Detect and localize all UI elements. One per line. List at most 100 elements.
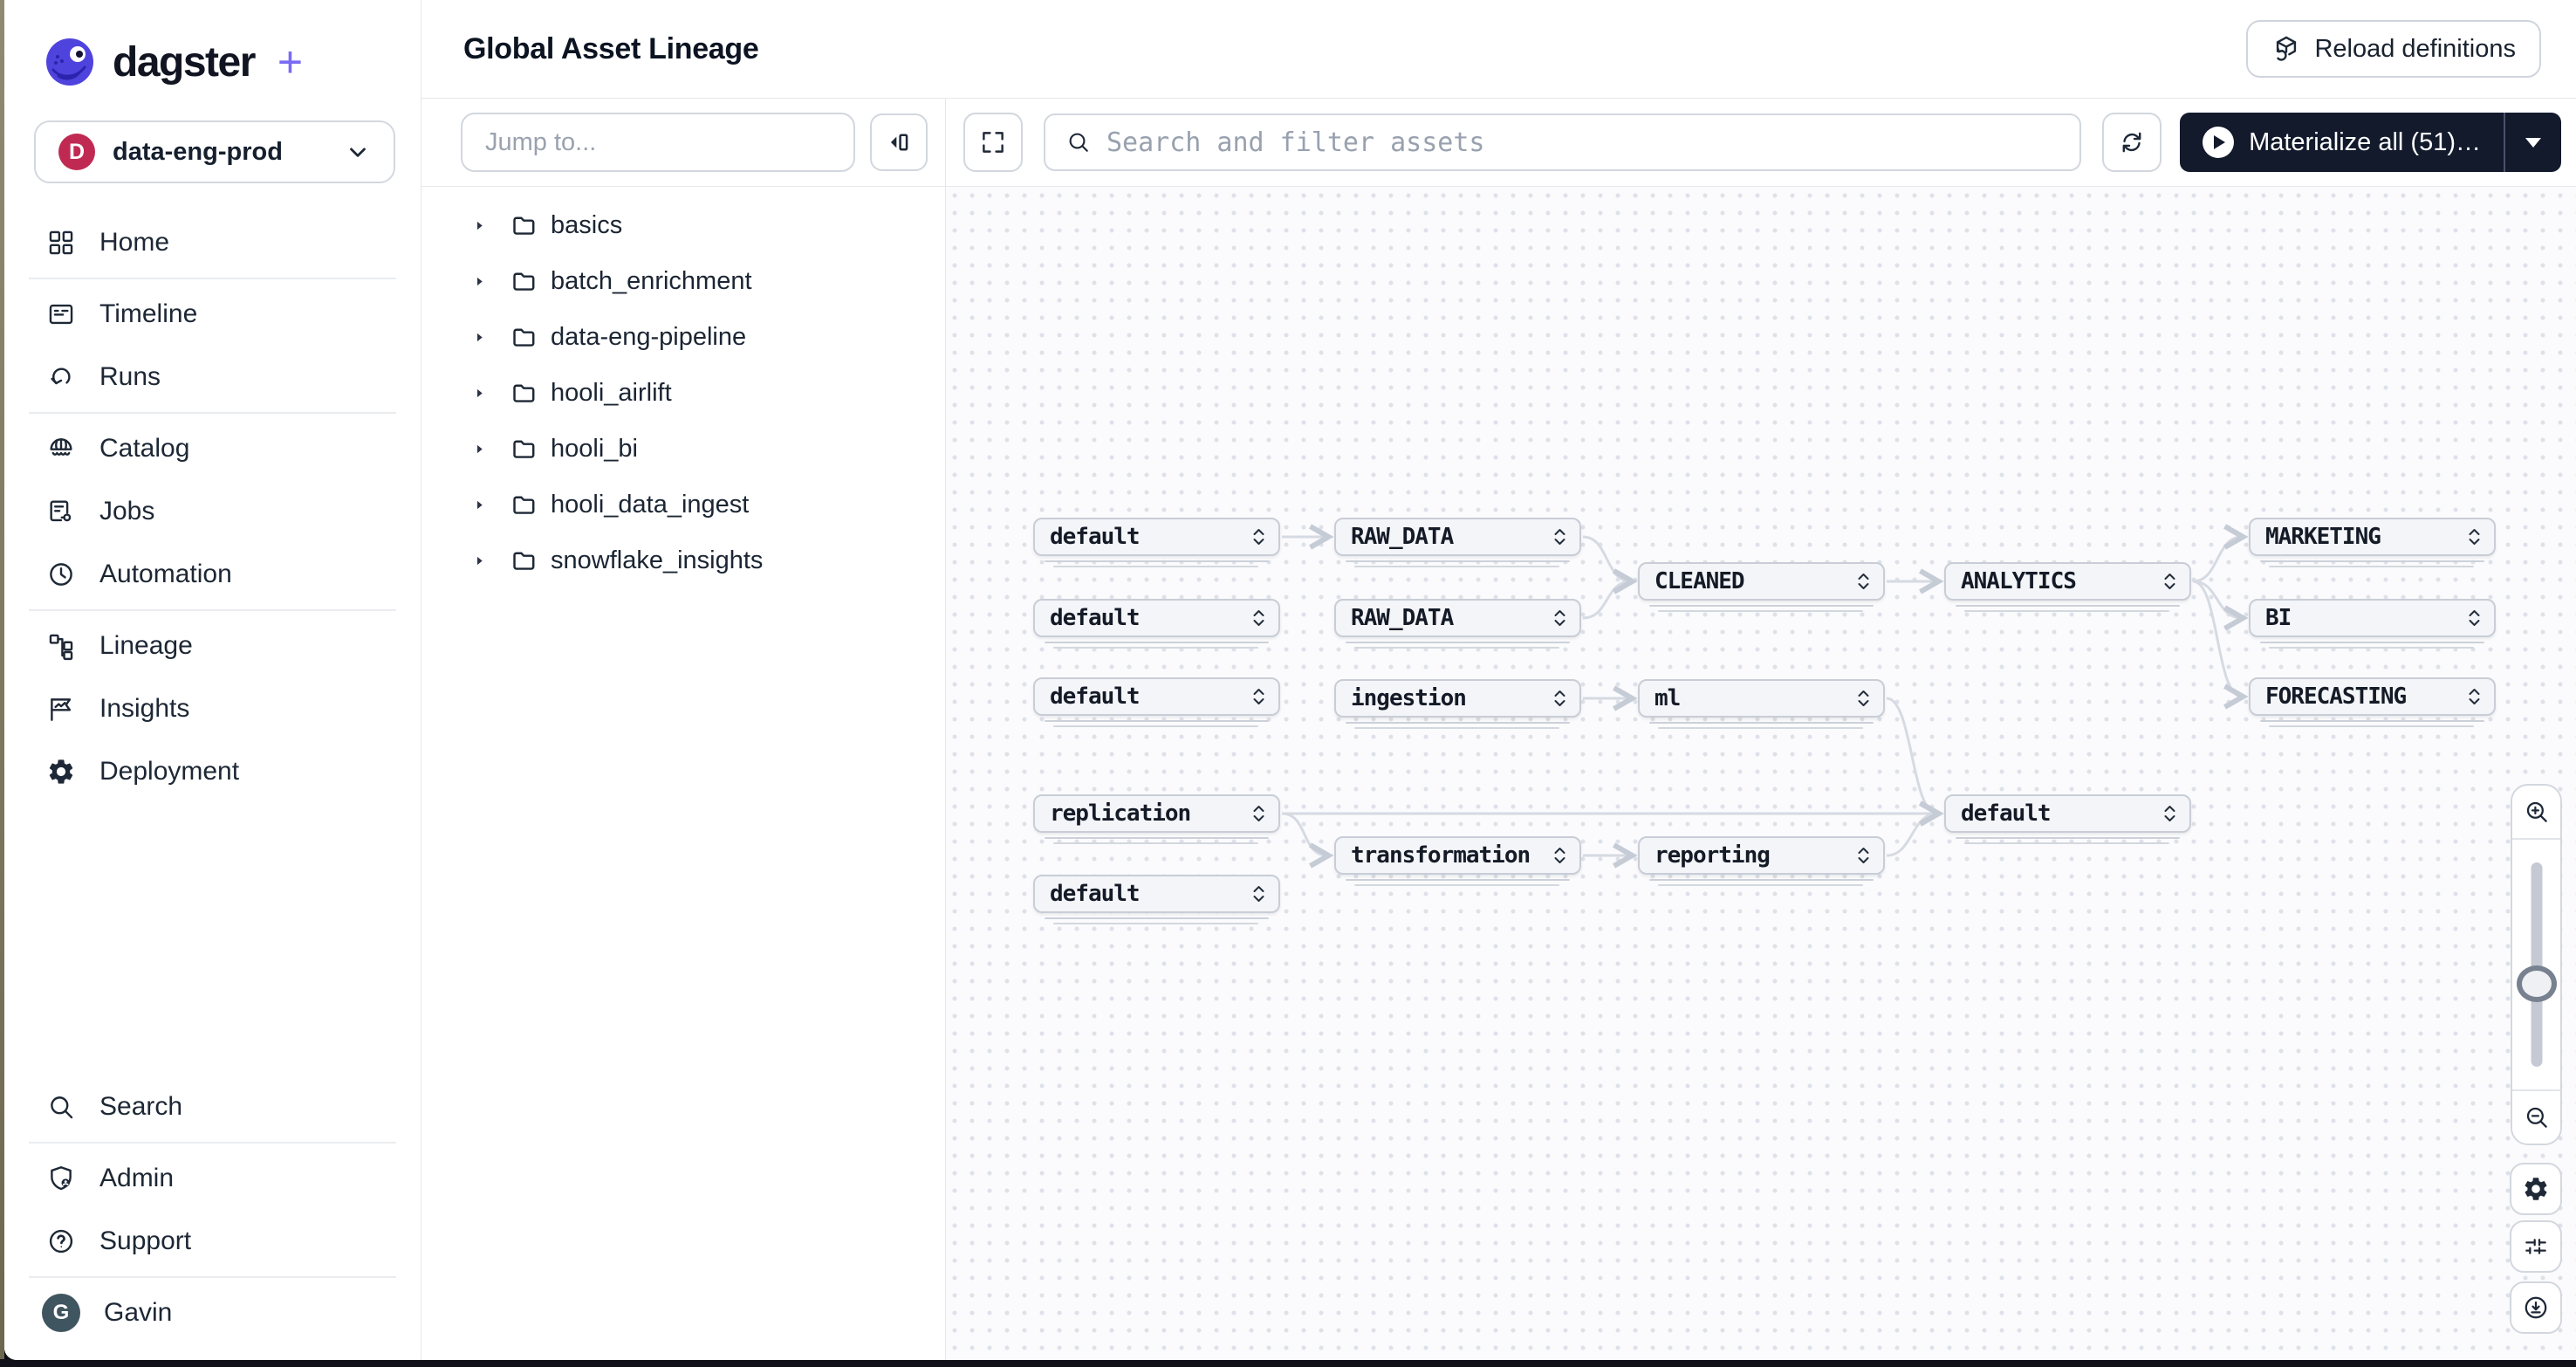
download-button[interactable] <box>2510 1281 2562 1334</box>
collapse-panel-button[interactable] <box>870 113 928 171</box>
graph-node-label: MARKETING <box>2265 524 2381 550</box>
materialize-all-button-group: Materialize all (51)… <box>2180 113 2561 172</box>
graph-node-ml[interactable]: ml <box>1638 679 1885 729</box>
sidebar-user[interactable]: G Gavin <box>4 1281 421 1344</box>
unfold-icon[interactable] <box>1251 883 1266 905</box>
graph-node-transformation[interactable]: transformation <box>1334 836 1581 886</box>
caret-right-icon[interactable] <box>472 498 487 512</box>
zoom-slider-track[interactable] <box>2531 862 2542 1067</box>
materialize-all-button[interactable]: Materialize all (51)… <box>2180 113 2504 172</box>
sidebar-item-label: Support <box>99 1226 192 1255</box>
tree-item-snowflake_insights[interactable]: snowflake_insights <box>421 532 945 588</box>
sidebar-item-jobs[interactable]: Jobs <box>4 480 421 543</box>
tree-item-data-eng-pipeline[interactable]: data-eng-pipeline <box>421 309 945 365</box>
graph-filters-button[interactable] <box>2510 1220 2562 1273</box>
caret-right-icon[interactable] <box>472 386 487 401</box>
folder-icon <box>513 495 535 514</box>
tree-item-basics[interactable]: basics <box>421 197 945 253</box>
sidebar-item-deployment[interactable]: Deployment <box>4 740 421 803</box>
fullscreen-button[interactable] <box>963 113 1023 172</box>
catalog-icon <box>50 438 72 456</box>
graph-node-default_b[interactable]: default <box>1033 599 1280 649</box>
zoom-slider-handle[interactable] <box>2516 965 2557 1002</box>
desktop-edge-left <box>0 0 4 1367</box>
graph-node-default_d[interactable]: default <box>1944 794 2191 844</box>
materialize-all-label: Materialize all (51)… <box>2249 127 2481 156</box>
sidebar-item-home[interactable]: Home <box>4 211 421 274</box>
tree-item-batch_enrichment[interactable]: batch_enrichment <box>421 253 945 309</box>
sidebar-item-label: Search <box>99 1092 183 1121</box>
caret-right-icon[interactable] <box>472 553 487 568</box>
unfold-icon[interactable] <box>2467 607 2482 629</box>
sidebar-item-admin[interactable]: Admin <box>4 1147 421 1210</box>
graph-node-default_a[interactable]: default <box>1033 518 1280 567</box>
unfold-icon[interactable] <box>1552 526 1567 548</box>
reload-definitions-button[interactable]: Reload definitions <box>2246 20 2541 78</box>
graph-node-forecasting[interactable]: FORECASTING <box>2249 677 2496 727</box>
graph-node-label: default <box>1050 684 1141 710</box>
sidebar-item-search[interactable]: Search <box>4 1075 421 1138</box>
graph-node-cleaned[interactable]: CLEANED <box>1638 562 1885 612</box>
tree-item-label: batch_enrichment <box>551 266 752 295</box>
unfold-icon[interactable] <box>1552 687 1567 710</box>
unfold-icon[interactable] <box>2162 802 2177 825</box>
graph-node-raw_data_a[interactable]: RAW_DATA <box>1334 518 1581 567</box>
tree-item-hooli_bi[interactable]: hooli_bi <box>421 421 945 477</box>
unfold-icon[interactable] <box>1856 687 1871 710</box>
tree-item-hooli_data_ingest[interactable]: hooli_data_ingest <box>421 477 945 532</box>
unfold-icon[interactable] <box>2467 526 2482 548</box>
graph-node-marketing[interactable]: MARKETING <box>2249 518 2496 567</box>
workspace-switcher[interactable]: D data-eng-prod <box>34 120 395 183</box>
page-header: Global Asset Lineage Reload definitions <box>421 0 2576 99</box>
zoom-in-button[interactable] <box>2512 786 2560 838</box>
unfold-icon[interactable] <box>1552 607 1567 629</box>
sidebar-item-label: Deployment <box>99 757 240 786</box>
sidebar-item-support[interactable]: Support <box>4 1210 421 1273</box>
graph-node-label: BI <box>2265 605 2292 631</box>
sidebar-item-lineage[interactable]: Lineage <box>4 615 421 677</box>
graph-settings-button[interactable] <box>2510 1163 2562 1215</box>
caret-right-icon[interactable] <box>472 442 487 457</box>
graph-node-reporting[interactable]: reporting <box>1638 836 1885 886</box>
unfold-icon[interactable] <box>2467 685 2482 708</box>
graph-node-analytics[interactable]: ANALYTICS <box>1944 562 2191 612</box>
unfold-icon[interactable] <box>1856 570 1871 593</box>
graph-node-default_c[interactable]: default <box>1033 677 1280 727</box>
unfold-icon[interactable] <box>1552 844 1567 867</box>
sidebar-item-runs[interactable]: Runs <box>4 346 421 409</box>
unfold-icon[interactable] <box>1251 685 1266 708</box>
caret-right-icon[interactable] <box>472 274 487 289</box>
graph-node-replication[interactable]: replication <box>1033 794 1280 844</box>
sidebar-item-timeline[interactable]: Timeline <box>4 283 421 346</box>
zoom-out-button[interactable] <box>2512 1091 2560 1144</box>
unfold-icon[interactable] <box>1251 607 1266 629</box>
graph-node-bi[interactable]: BI <box>2249 599 2496 649</box>
tree-item-hooli_airlift[interactable]: hooli_airlift <box>421 365 945 421</box>
graph-node-ingestion[interactable]: ingestion <box>1334 679 1581 729</box>
graph-node-label: reporting <box>1655 842 1771 869</box>
unfold-icon[interactable] <box>1856 844 1871 867</box>
asset-search-input[interactable] <box>1106 127 2060 158</box>
graph-node-label: FORECASTING <box>2265 684 2407 710</box>
sidebar-item-catalog[interactable]: Catalog <box>4 417 421 480</box>
unfold-icon[interactable] <box>2162 570 2177 593</box>
graph-node-default_e[interactable]: default <box>1033 875 1280 924</box>
zoom-in-icon <box>2526 801 2547 822</box>
unfold-icon[interactable] <box>1251 526 1266 548</box>
button-divider <box>2504 113 2505 172</box>
jump-to-input[interactable] <box>461 113 855 172</box>
caret-right-icon[interactable] <box>472 330 487 345</box>
sidebar-item-automation[interactable]: Automation <box>4 543 421 606</box>
sidebar-item-insights[interactable]: Insights <box>4 677 421 740</box>
refresh-button[interactable] <box>2102 113 2162 172</box>
materialize-dropdown-button[interactable] <box>2505 113 2561 172</box>
desktop-edge-bottom <box>0 1359 2576 1367</box>
unfold-icon[interactable] <box>1251 802 1266 825</box>
edge-raw_data_a-to-cleaned <box>1582 535 1638 594</box>
caret-right-icon[interactable] <box>472 218 487 233</box>
graph-node-raw_data_b[interactable]: RAW_DATA <box>1334 599 1581 649</box>
tree-item-label: hooli_bi <box>551 434 638 463</box>
dagster-logo[interactable]: dagster + <box>4 0 421 87</box>
